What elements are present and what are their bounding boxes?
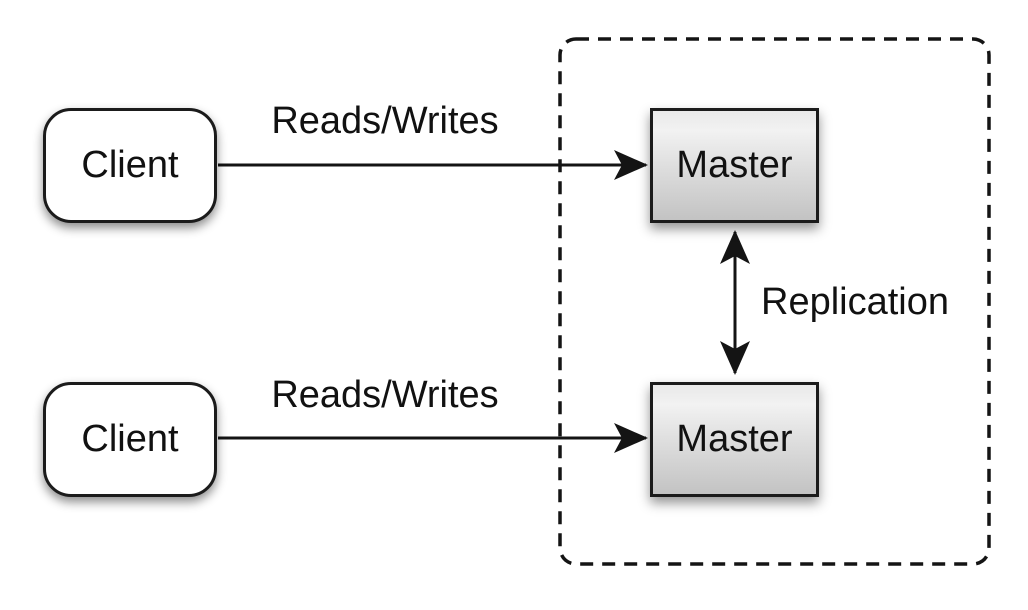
replication-group-border bbox=[558, 37, 991, 566]
reads-writes-label-bottom: Reads/Writes bbox=[271, 374, 499, 416]
master-node-bottom: Master bbox=[650, 382, 819, 497]
client-node-bottom: Client bbox=[43, 382, 217, 497]
client-node-bottom-label: Client bbox=[81, 418, 179, 460]
reads-writes-label-top: Reads/Writes bbox=[271, 100, 499, 142]
client-node-top-label: Client bbox=[81, 144, 179, 186]
master-node-top-label: Master bbox=[676, 144, 793, 186]
master-node-bottom-label: Master bbox=[676, 418, 793, 460]
client-node-top: Client bbox=[43, 108, 217, 223]
master-node-top: Master bbox=[650, 108, 819, 223]
replication-label: Replication bbox=[761, 281, 949, 323]
